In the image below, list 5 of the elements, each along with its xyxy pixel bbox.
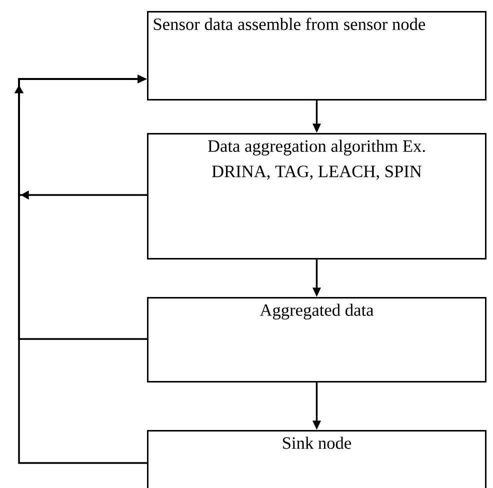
feedback-arrow (14, 74, 147, 464)
process-box: Aggregated data (147, 297, 486, 382)
process-box: Data aggregation algorithm Ex. DRINA, TAG, LEACH, SPIN (147, 133, 486, 260)
process-box: Sink node (147, 430, 486, 488)
process-box: Sensor data assemble from sensor node (147, 11, 486, 100)
